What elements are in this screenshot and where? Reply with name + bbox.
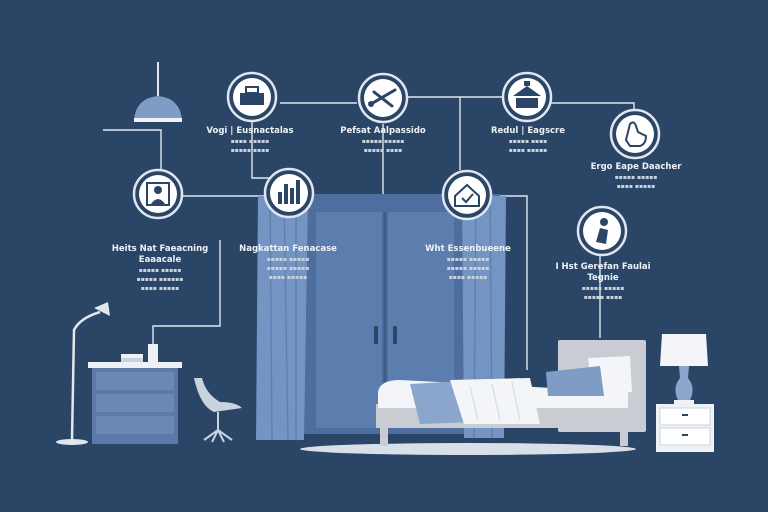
label-8: I Hst Gerefan Faulai Tegnie ▪▪▪▪▪ ▪▪▪▪▪ … [548,262,658,302]
label-title: Ergo Eape Daacher [590,162,682,172]
label-title: Pefsat Aalpassido [340,126,426,136]
label-6: Nagkattan Fenacase ▪▪▪▪▪ ▪▪▪▪▪ ▪▪▪▪▪ ▪▪▪… [238,244,338,282]
label-desc: ▪▪▪▪▪ ▪▪▪▪▪ ▪▪▪▪ ▪▪▪▪▪ [614,174,658,190]
floor-lamp [56,302,110,445]
curtains [256,195,506,441]
hand-icon [609,108,661,160]
label-4: Ergo Eape Daacher ▪▪▪▪▪ ▪▪▪▪▪ ▪▪▪▪ ▪▪▪▪▪ [586,162,686,191]
connector-line [103,129,162,170]
nightstand [656,404,714,452]
ceiling-lamp [134,62,182,122]
person-icon [576,205,628,257]
label-desc: ▪▪▪▪▪ ▪▪▪▪▪ ▪▪▪▪▪ ▪▪▪▪ [581,285,625,301]
label-2: Pefsat Aalpassido ▪▪▪▪▪ ▪▪▪▪▪ ▪▪▪▪▪ ▪▪▪▪ [333,126,433,155]
label-title: Nagkattan Fenacase [239,244,337,254]
connector-line [550,102,635,110]
bed [376,340,646,446]
label-5: Heits Nat Faeacning Eaaacale ▪▪▪▪▪ ▪▪▪▪▪… [110,244,210,293]
tools-icon [357,72,409,124]
desk-chair [194,378,242,443]
label-title: I Hst Gerefan Faulai Tegnie [555,262,651,283]
label-title: Redul | Eagscre [490,126,566,136]
toolbox-icon [226,71,278,123]
house-icon [441,169,493,221]
label-title: Vogi | Eusnactalas [206,126,294,136]
label-desc: ▪▪▪▪▪ ▪▪▪▪▪ ▪▪▪▪▪ ▪▪▪▪▪ ▪▪▪▪ ▪▪▪▪▪ [266,256,310,281]
label-desc: ▪▪▪▪▪ ▪▪▪▪ ▪▪▪▪ ▪▪▪▪▪ [508,138,548,154]
label-desc: ▪▪▪▪▪ ▪▪▪▪▪ ▪▪▪▪▪ ▪▪▪▪▪ ▪▪▪▪ ▪▪▪▪▪ [446,256,490,281]
label-desc: ▪▪▪▪▪ ▪▪▪▪▪ ▪▪▪▪▪ ▪▪▪▪▪▪ ▪▪▪▪ ▪▪▪▪▪ [136,267,184,292]
label-desc: ▪▪▪▪▪ ▪▪▪▪▪ ▪▪▪▪▪ ▪▪▪▪ [361,138,405,154]
connector-line [152,240,221,350]
label-desc: ▪▪▪▪ ▪▪▪▪▪ ▪▪▪▪▪ ▪▪▪▪ [230,138,270,154]
rug [300,443,636,455]
document-icon [132,168,184,220]
table-lamp [660,334,708,404]
label-3: Redul | Eagscre ▪▪▪▪▪ ▪▪▪▪ ▪▪▪▪ ▪▪▪▪▪ [478,126,578,155]
connector-lines [103,96,635,370]
label-1: Vogi | Eusnactalas ▪▪▪▪ ▪▪▪▪▪ ▪▪▪▪▪ ▪▪▪▪ [200,126,300,155]
label-title: Heits Nat Faeacning Eaaacale [111,244,209,265]
chart-icon [263,167,315,219]
label-title: Wht Essenbueene [425,244,511,254]
connector-line [251,110,270,179]
dresser [88,344,182,444]
building-icon [501,71,553,123]
label-7: Wht Essenbueene ▪▪▪▪▪ ▪▪▪▪▪ ▪▪▪▪▪ ▪▪▪▪▪ … [418,244,518,282]
